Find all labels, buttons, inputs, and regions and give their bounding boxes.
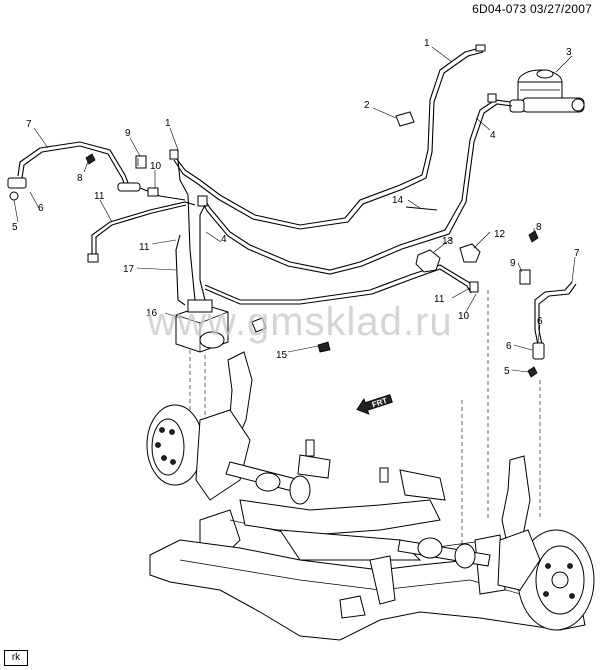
callout-9-right: 9 [510, 258, 516, 269]
callout-1-upper: 1 [424, 38, 430, 49]
pipe-14 [405, 206, 438, 211]
callout-6-right-upper: 6 [537, 316, 543, 327]
callout-8-right: 8 [536, 222, 542, 233]
callout-10-right: 10 [458, 311, 470, 322]
subframe [149, 439, 586, 641]
callout-1-lower: 1 [165, 118, 171, 129]
brake-pipe-4 [197, 93, 513, 275]
leader-dashes [189, 290, 541, 545]
pipe-11-left [87, 201, 196, 263]
pipe-to-abs [175, 159, 206, 306]
callout-4-upper: 4 [490, 130, 496, 141]
callout-numbers: 1 3 2 4 1 7 9 8 10 11 4 11 17 13 12 8 9 … [12, 38, 580, 377]
clip-2 [395, 111, 415, 127]
diagram-header: 6D04-073 03/27/2007 [472, 2, 592, 16]
clip-9-left [135, 155, 147, 169]
abs-modulator [175, 299, 229, 353]
clip-10 [147, 187, 159, 197]
callout-8-left: 8 [77, 173, 83, 184]
master-cylinder [509, 69, 585, 113]
callout-9-left: 9 [125, 128, 131, 139]
callout-4-lower: 4 [221, 234, 227, 245]
bracket-12 [459, 243, 481, 263]
pipe-11-right [204, 264, 479, 305]
diagram-code: 6D04-073 [472, 2, 527, 16]
callout-11-upper: 11 [94, 191, 105, 202]
flex-hose-right [519, 230, 577, 378]
callout-15: 15 [276, 350, 288, 361]
drive-shaft-left [225, 461, 311, 505]
flex-hose-left [7, 141, 186, 201]
callout-11-mid: 11 [139, 242, 150, 253]
callout-14: 14 [392, 195, 404, 206]
callout-5-left: 5 [12, 222, 18, 233]
callout-16: 16 [146, 308, 158, 319]
forward-marker: FRT [356, 394, 393, 415]
callout-leaders [13, 46, 576, 373]
diagram-date: 03/27/2007 [529, 2, 592, 16]
bracket-13 [415, 249, 441, 273]
callout-6-left: 6 [38, 203, 44, 214]
callout-17: 17 [123, 264, 135, 275]
callout-5-right: 5 [504, 366, 510, 377]
callout-11-lower: 11 [434, 294, 445, 305]
forward-label: FRT [371, 396, 389, 409]
right-knuckle-hub [497, 455, 595, 631]
brake-pipe-1 [169, 44, 486, 230]
callout-7-right: 7 [574, 248, 580, 259]
callout-13: 13 [442, 236, 454, 247]
bolt-8-left [85, 153, 96, 165]
callout-3: 3 [566, 47, 572, 58]
clip-15 [251, 317, 331, 353]
corner-tag: rk [4, 650, 28, 666]
callout-12: 12 [494, 229, 506, 240]
callout-10-left: 10 [150, 161, 162, 172]
callout-7-left: 7 [26, 119, 32, 130]
left-knuckle-hub [146, 351, 253, 561]
callout-2: 2 [364, 100, 370, 111]
drive-shaft-right [397, 537, 491, 569]
callout-6-right-lower: 6 [506, 341, 512, 352]
